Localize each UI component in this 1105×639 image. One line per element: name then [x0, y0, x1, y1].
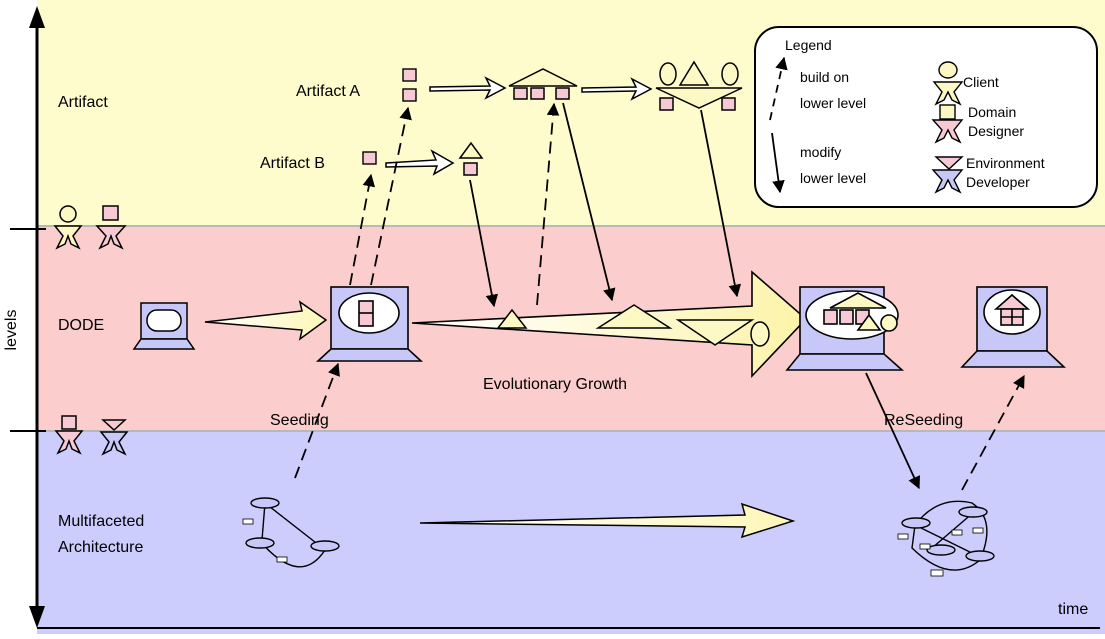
legend-env-line2: Developer — [966, 174, 1030, 190]
seed-dode-computer — [315, 286, 424, 362]
evolutionary-growth-label: Evolutionary Growth — [483, 376, 627, 393]
reseeded-architecture-diagram — [897, 500, 995, 577]
modify-arrows — [469, 102, 920, 490]
artifact-complex-composite — [655, 60, 743, 111]
legend-domain-line2: Designer — [968, 123, 1024, 139]
dode-growth-shapes — [496, 304, 770, 347]
domain-designer-person-icon-lower — [54, 415, 84, 455]
legend-box: Legend build on lower level modify lower… — [754, 26, 1098, 208]
legend-domain-line1: Domain — [968, 104, 1016, 120]
reseeded-dode-computer — [960, 286, 1067, 368]
legend-build-line2: lower level — [800, 95, 866, 111]
client-person-icon — [53, 205, 83, 250]
legend-modify-line1: modify — [800, 144, 841, 160]
architecture-label-line2: Architecture — [58, 539, 143, 556]
seeding-label: Seeding — [270, 412, 329, 429]
initial-environment-computer — [132, 302, 196, 350]
levels-label: levels — [3, 310, 20, 351]
artifact-b-growth-arrow — [385, 149, 455, 176]
legend-modify-line2: lower level — [800, 170, 866, 186]
legend-build-line1: build on — [800, 69, 849, 85]
artifact-house-composite — [508, 68, 578, 100]
architecture-growth-arrow — [419, 502, 796, 539]
artifact-b-house — [458, 141, 484, 176]
legend-client-label: Client — [963, 74, 999, 90]
architecture-label-line1: Multifaceted — [58, 513, 144, 530]
environment-developer-person-icon — [99, 419, 129, 456]
artifact-band-label: Artifact — [58, 94, 108, 111]
legend-domain-designer-icon — [931, 104, 964, 144]
artifact-a-label: Artifact A — [296, 83, 360, 100]
levels-axis — [10, 6, 46, 628]
artifact-a-growth-arrow — [429, 76, 507, 100]
legend-env-line1: Environment — [966, 155, 1045, 171]
time-label: time — [1058, 601, 1088, 618]
artifact-b-label: Artifact B — [260, 155, 325, 172]
architecture-band — [37, 431, 1105, 634]
artifact-b-shape — [362, 151, 377, 165]
domain-designer-person-icon — [95, 205, 127, 250]
legend-title: Legend — [785, 37, 832, 53]
legend-environment-developer-icon — [931, 156, 964, 194]
reseeding-label: ReSeeding — [884, 412, 963, 429]
seed-to-dode-arrow — [204, 300, 328, 341]
build-on-arrows — [294, 102, 1025, 491]
evolved-dode-computer — [785, 286, 905, 371]
legend-client-icon — [932, 61, 964, 106]
initial-architecture-diagram — [242, 497, 340, 568]
dode-band-label: DODE — [58, 317, 104, 334]
artifact-house-growth-arrow — [581, 77, 653, 101]
